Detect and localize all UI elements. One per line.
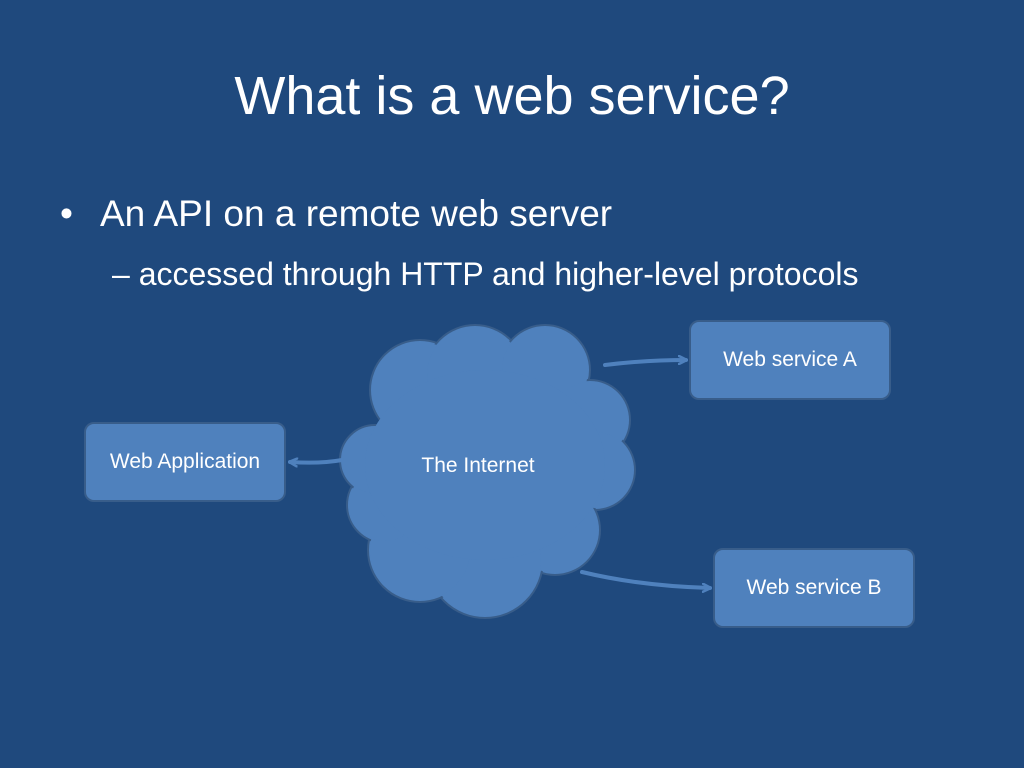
arrow-to-service-b [580,570,710,588]
web-service-a-box: Web service A [689,320,891,400]
internet-label: The Internet [421,454,535,477]
arrow-to-service-a [603,360,686,367]
web-application-label: Web Application [109,450,261,473]
sub-bullet-text: – accessed through HTTP and higher-level… [112,256,859,292]
web-service-a-label: Web service A [723,348,857,371]
arrow-to-web-application [290,460,344,463]
bullet-text: An API on a remote web server [100,193,613,234]
slide-title: What is a web service? [234,66,790,126]
bullet-icon: • [60,193,73,234]
web-service-b-label: Web service B [746,576,882,599]
web-application-box: Web Application [84,422,286,502]
internet-cloud-icon [339,324,636,619]
web-service-b-box: Web service B [713,548,915,628]
bullet-item: • An API on a remote web server [60,192,612,236]
